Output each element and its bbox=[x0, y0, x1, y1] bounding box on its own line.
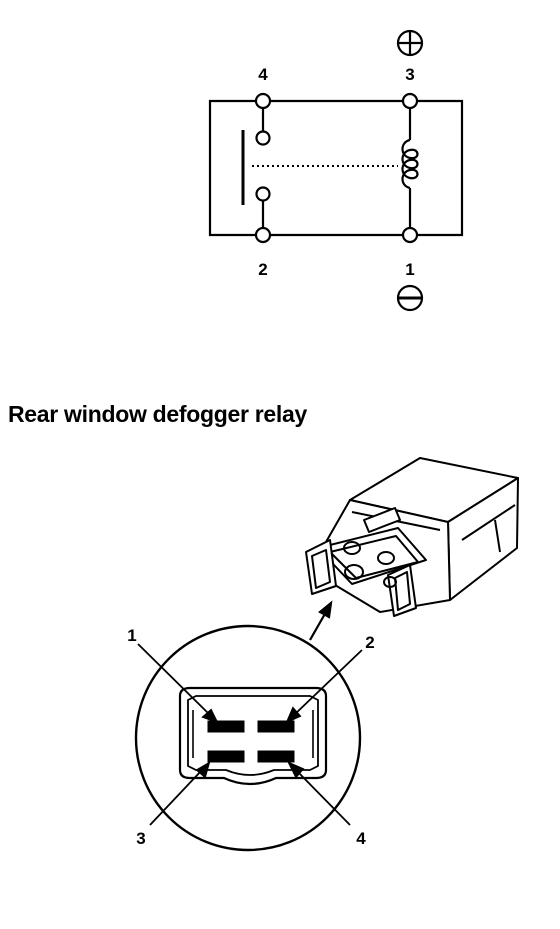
circled-plus-icon bbox=[396, 29, 424, 57]
connector-label-2: 2 bbox=[365, 633, 374, 652]
connector-slot-2 bbox=[257, 720, 295, 733]
leader-lines bbox=[137, 643, 363, 826]
terminal-3 bbox=[401, 92, 419, 110]
switch-contact-upper bbox=[255, 130, 271, 146]
relay-housing bbox=[208, 99, 464, 237]
connector-magnifier bbox=[134, 624, 362, 852]
terminal-1 bbox=[401, 226, 419, 244]
terminal-4 bbox=[254, 92, 272, 110]
pointer-arrow bbox=[309, 600, 333, 641]
circled-minus-icon bbox=[396, 284, 424, 312]
connector-slot-1 bbox=[207, 720, 245, 733]
terminal-2 bbox=[254, 226, 272, 244]
connector-label-1: 1 bbox=[127, 626, 136, 645]
terminal-2-label: 2 bbox=[258, 260, 267, 279]
relay-body-drawing bbox=[305, 457, 519, 617]
coil-winding bbox=[401, 138, 419, 190]
switch-contact-lower bbox=[255, 186, 271, 202]
connector-housing bbox=[178, 686, 328, 786]
connector-label-4: 4 bbox=[356, 829, 366, 848]
magnifier-circle bbox=[134, 624, 362, 852]
terminal-1-label: 1 bbox=[405, 260, 414, 279]
section-title: Rear window defogger relay bbox=[8, 401, 307, 427]
terminal-4-label: 4 bbox=[258, 65, 268, 84]
connector-slot-4 bbox=[257, 750, 295, 763]
terminal-3-label: 3 bbox=[405, 65, 414, 84]
relay-schematic bbox=[208, 92, 464, 244]
connector-label-3: 3 bbox=[136, 829, 145, 848]
connector-slot-3 bbox=[207, 750, 245, 763]
